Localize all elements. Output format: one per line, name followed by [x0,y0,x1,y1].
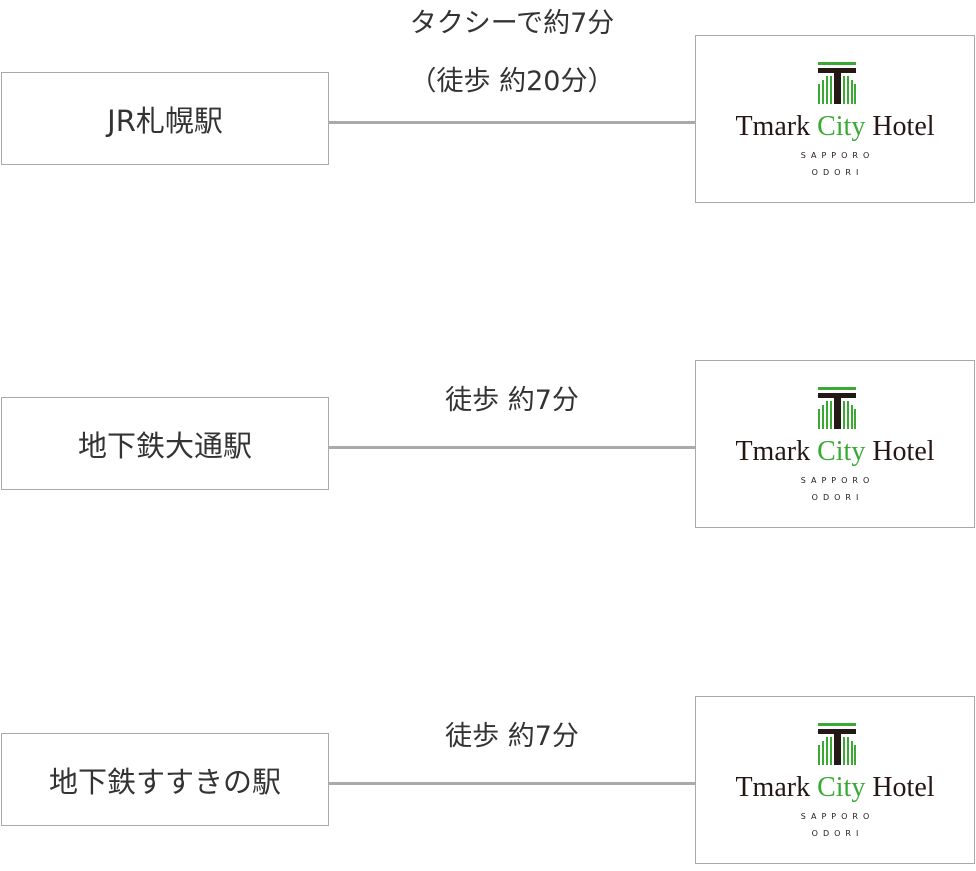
station-name: JR札幌駅 [107,103,223,138]
logo-sapporo: SAPPORO [800,476,875,485]
logo-word-tmark: Tmark [735,436,811,467]
tmark-logo-icon [818,387,856,429]
route-label: 徒歩 約7分 [329,372,695,430]
logo-word-city: City [817,772,866,803]
logo-word-hotel: Hotel [872,111,935,142]
logo-odori: ODORI [811,829,864,838]
logo-word-tmark: Tmark [735,111,811,142]
logo-word-city: City [817,436,866,467]
logo-word-tmark: Tmark [735,772,811,803]
station-box: JR札幌駅 [1,72,329,165]
hotel-name: Tmark City Hotel [696,111,974,143]
hotel-name: Tmark City Hotel [696,436,974,468]
station-name: 地下鉄すすきの駅 [48,764,281,799]
logo-sapporo: SAPPORO [800,151,875,160]
hotel-logo-box: Tmark City Hotel SAPPORO ODORI [695,360,975,528]
logo-sapporo: SAPPORO [800,812,875,821]
hotel-logo-box: Tmark City Hotel SAPPORO ODORI [695,35,975,203]
station-box: 地下鉄すすきの駅 [1,733,329,826]
connector-line [329,121,695,124]
route-label: 徒歩 約7分 [329,708,695,766]
route-time: 徒歩 約7分 [445,721,579,752]
route-time: タクシーで約7分 [409,8,615,39]
logo-word-hotel: Hotel [872,772,935,803]
tmark-logo-icon [818,62,856,104]
logo-word-hotel: Hotel [872,436,935,467]
station-box: 地下鉄大通駅 [1,397,329,490]
logo-odori: ODORI [811,168,864,177]
route-label: タクシーで約7分 （徒歩 約20分） [329,0,695,111]
tmark-logo-icon [818,723,856,765]
hotel-logo-box: Tmark City Hotel SAPPORO ODORI [695,696,975,864]
logo-odori: ODORI [811,493,864,502]
connector-line [329,782,695,785]
hotel-name: Tmark City Hotel [696,772,974,804]
route-time: 徒歩 約7分 [445,385,579,416]
route-walk-time: （徒歩 約20分） [409,66,615,97]
logo-word-city: City [817,111,866,142]
station-name: 地下鉄大通駅 [77,428,252,463]
connector-line [329,446,695,449]
